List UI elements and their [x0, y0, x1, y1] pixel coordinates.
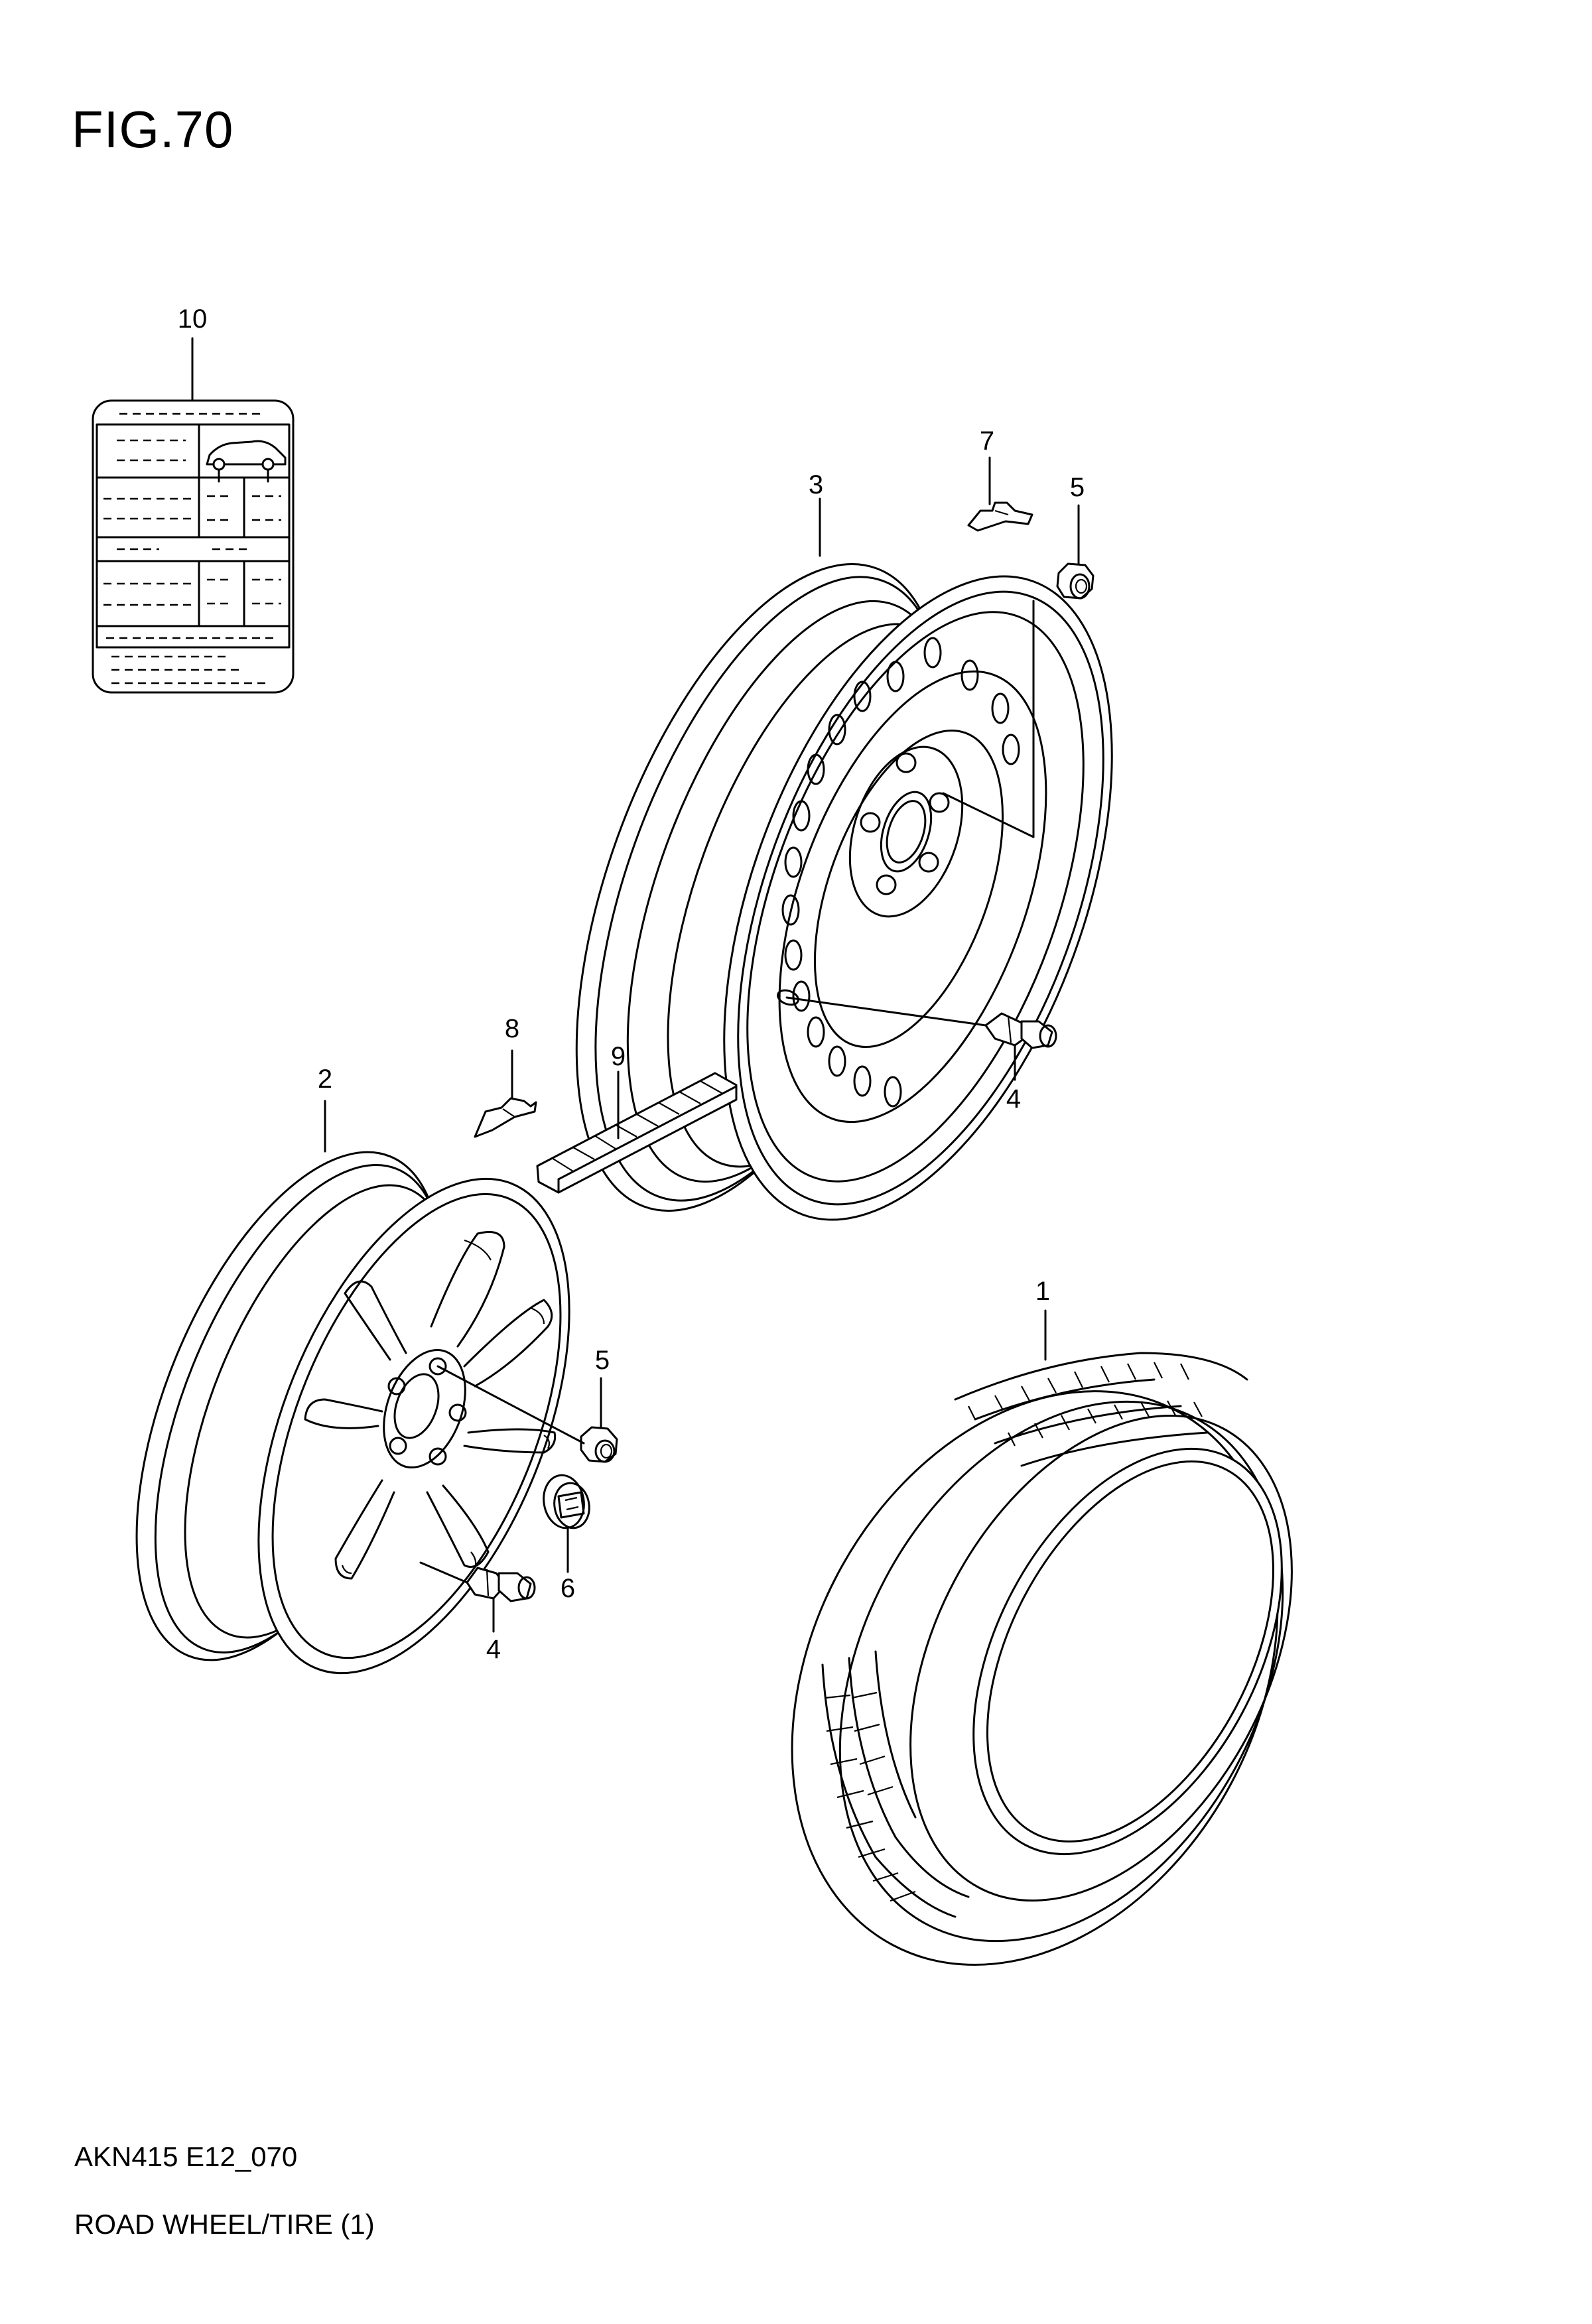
weight-segments [551, 1080, 722, 1172]
callout-1: 1 [1035, 1277, 1050, 1306]
callout-5-upper: 5 [1070, 473, 1085, 502]
adhesive-balance-weight-strip[interactable] [536, 1072, 738, 1194]
callout-7: 7 [980, 426, 994, 456]
callout-6: 6 [561, 1574, 575, 1603]
valve-axis-lower [419, 1561, 468, 1584]
valve-stem-upper[interactable] [984, 1012, 1057, 1049]
valve-axis-upper [785, 996, 987, 1027]
callout-4-upper: 4 [1006, 1084, 1021, 1114]
callout-4-lower: 4 [486, 1635, 501, 1664]
leader-5-upper-to-hub [942, 600, 1035, 838]
balance-weight-clip-lower[interactable] [474, 1097, 537, 1138]
callout-10: 10 [178, 304, 208, 334]
wheel-nut-lower[interactable] [580, 1426, 618, 1463]
wheel-spokes [304, 1231, 557, 1580]
tire-tread-pattern [821, 1352, 1248, 1918]
callout-3: 3 [809, 470, 823, 499]
callout-8: 8 [505, 1014, 519, 1043]
leader-5-lower-to-hub [436, 1365, 585, 1445]
tire-placard-label[interactable] [92, 399, 295, 694]
callout-9: 9 [611, 1042, 626, 1071]
wheel-nut-upper[interactable] [1056, 562, 1094, 600]
diagram-title: ROAD WHEEL/TIRE (1) [74, 2209, 375, 2240]
center-cap[interactable] [540, 1472, 593, 1531]
valve-stem-lower[interactable] [466, 1567, 536, 1602]
figure-title: FIG.70 [72, 100, 234, 159]
tire[interactable] [696, 1307, 1373, 2050]
callout-5-lower: 5 [595, 1346, 610, 1375]
diagram-code: AKN415 E12_070 [74, 2141, 298, 2172]
alloy-wheel[interactable] [74, 1110, 632, 1717]
balance-weight-clip-upper[interactable] [967, 501, 1033, 532]
wheel-vent-holes [781, 637, 1020, 1108]
callout-2: 2 [318, 1065, 332, 1094]
